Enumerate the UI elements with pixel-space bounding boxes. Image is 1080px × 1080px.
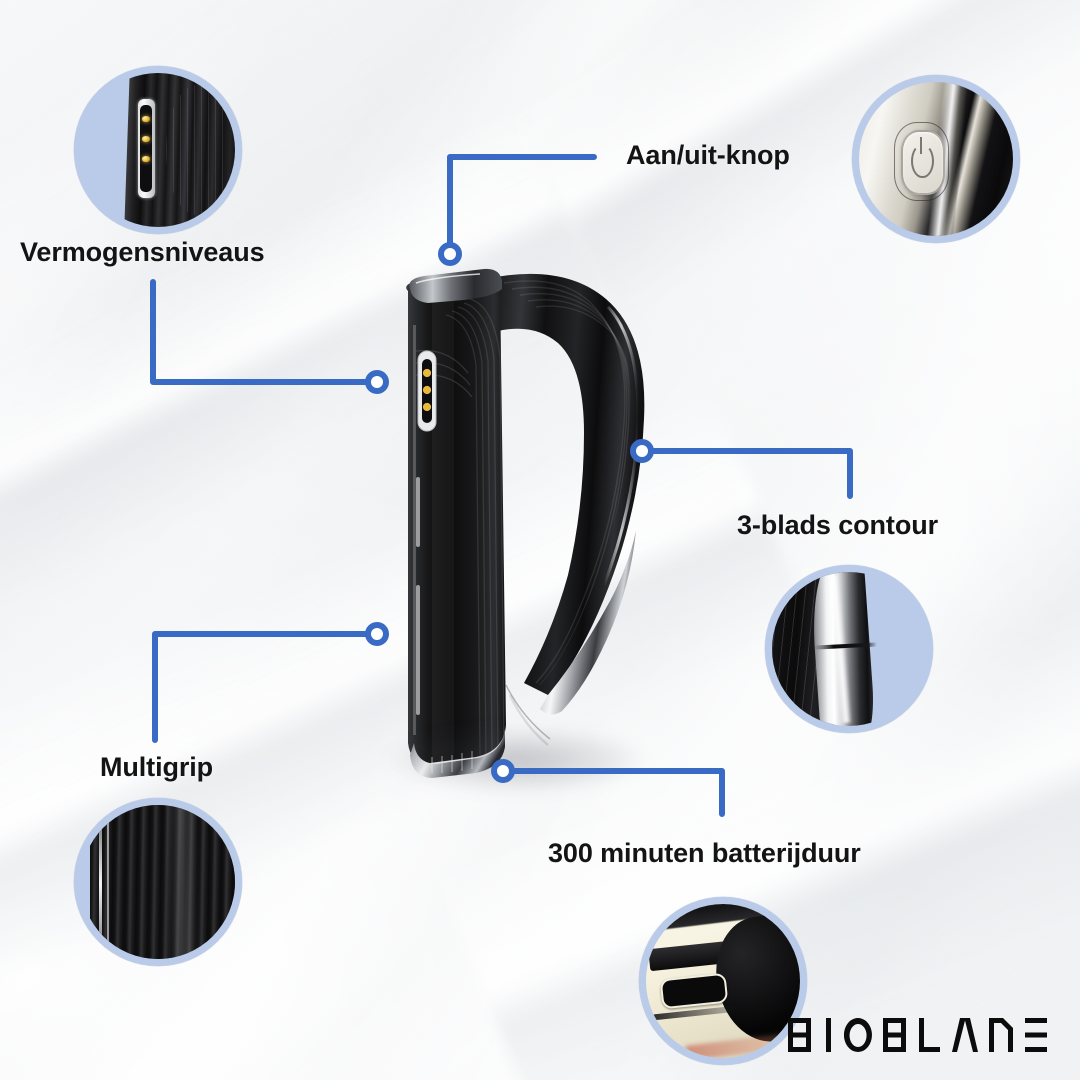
detail-bubble-blade-contour-photo	[772, 572, 926, 726]
led-bubble-indicator-2	[141, 136, 150, 142]
led-bubble-indicator-3	[141, 156, 150, 162]
logo-letter-e	[1025, 1018, 1047, 1052]
detail-bubble-blade-contour[interactable]	[765, 565, 933, 733]
product-handle-rim-light	[602, 305, 640, 586]
product-body-detail	[413, 272, 505, 764]
logo-letter-d	[989, 1018, 1013, 1052]
product-illustration	[406, 268, 645, 778]
callout-label-power-levels: Vermogensniveaus	[20, 237, 265, 267]
brand-logo	[788, 1018, 1048, 1052]
callout-label-battery-life: 300 minuten batterijduur	[548, 838, 861, 868]
product-top-cap-highlight	[415, 273, 481, 284]
grip-bubble-highlight-1	[99, 805, 102, 959]
logo-letter-b1	[788, 1018, 811, 1052]
product-led-1	[422, 368, 432, 378]
grip-bubble-sheen	[165, 805, 200, 959]
power-bubble-button	[900, 129, 945, 196]
product-grip-slot-1	[416, 477, 420, 547]
power-icon	[911, 143, 934, 179]
product-grip-slot-2	[416, 585, 420, 715]
led-bubble-indicator-1	[141, 116, 150, 122]
detail-bubble-multigrip[interactable]	[74, 798, 242, 966]
callout-label-power-button: Aan/uit-knop	[626, 140, 790, 170]
logo-letter-l	[919, 1018, 940, 1052]
power-bubble-button-ring	[894, 122, 949, 202]
product-blade-edge-shadow	[505, 684, 551, 740]
led-bubble-slot	[140, 105, 152, 192]
detail-bubble-power-button-photo	[859, 82, 1013, 236]
led-bubble-wave-lines	[165, 85, 228, 215]
callout-label-multigrip: Multigrip	[100, 752, 214, 782]
product-top-cap	[409, 268, 502, 303]
logo-letter-b2	[883, 1018, 906, 1052]
product-bottom-chrome	[410, 729, 505, 778]
product-handle	[496, 273, 645, 695]
power-icon-stem	[919, 137, 922, 155]
logo-letter-i	[826, 1018, 831, 1052]
logo-letter-a	[952, 1018, 978, 1052]
product-body-ridges	[445, 298, 505, 756]
product-led-2	[422, 385, 432, 395]
product-bottom-ridges	[431, 751, 473, 773]
grip-bubble-highlight-2	[107, 805, 109, 959]
product-led-3	[422, 402, 432, 412]
product-handle-chrome-tail	[540, 531, 636, 715]
detail-bubble-power-button[interactable]	[852, 75, 1020, 243]
detail-bubble-power-levels[interactable]	[74, 66, 242, 234]
product-handle-inner-shade	[506, 333, 574, 675]
callout-label-blade-contour: 3-blads contour	[737, 510, 939, 540]
detail-bubble-usb-c-photo	[646, 904, 800, 1058]
product-body-left-edge-light	[413, 325, 416, 735]
detail-bubble-multigrip-photo	[81, 805, 235, 959]
product-blade-edge	[508, 694, 549, 746]
product-drop-shadow	[382, 725, 652, 795]
detail-bubble-power-levels-photo	[81, 73, 235, 227]
grip-bubble-ridges	[90, 805, 235, 959]
product-image	[372, 255, 678, 795]
logo-letter-o	[844, 1018, 872, 1052]
product-body-gloss	[432, 272, 454, 764]
detail-bubble-usb-c[interactable]	[639, 897, 807, 1065]
